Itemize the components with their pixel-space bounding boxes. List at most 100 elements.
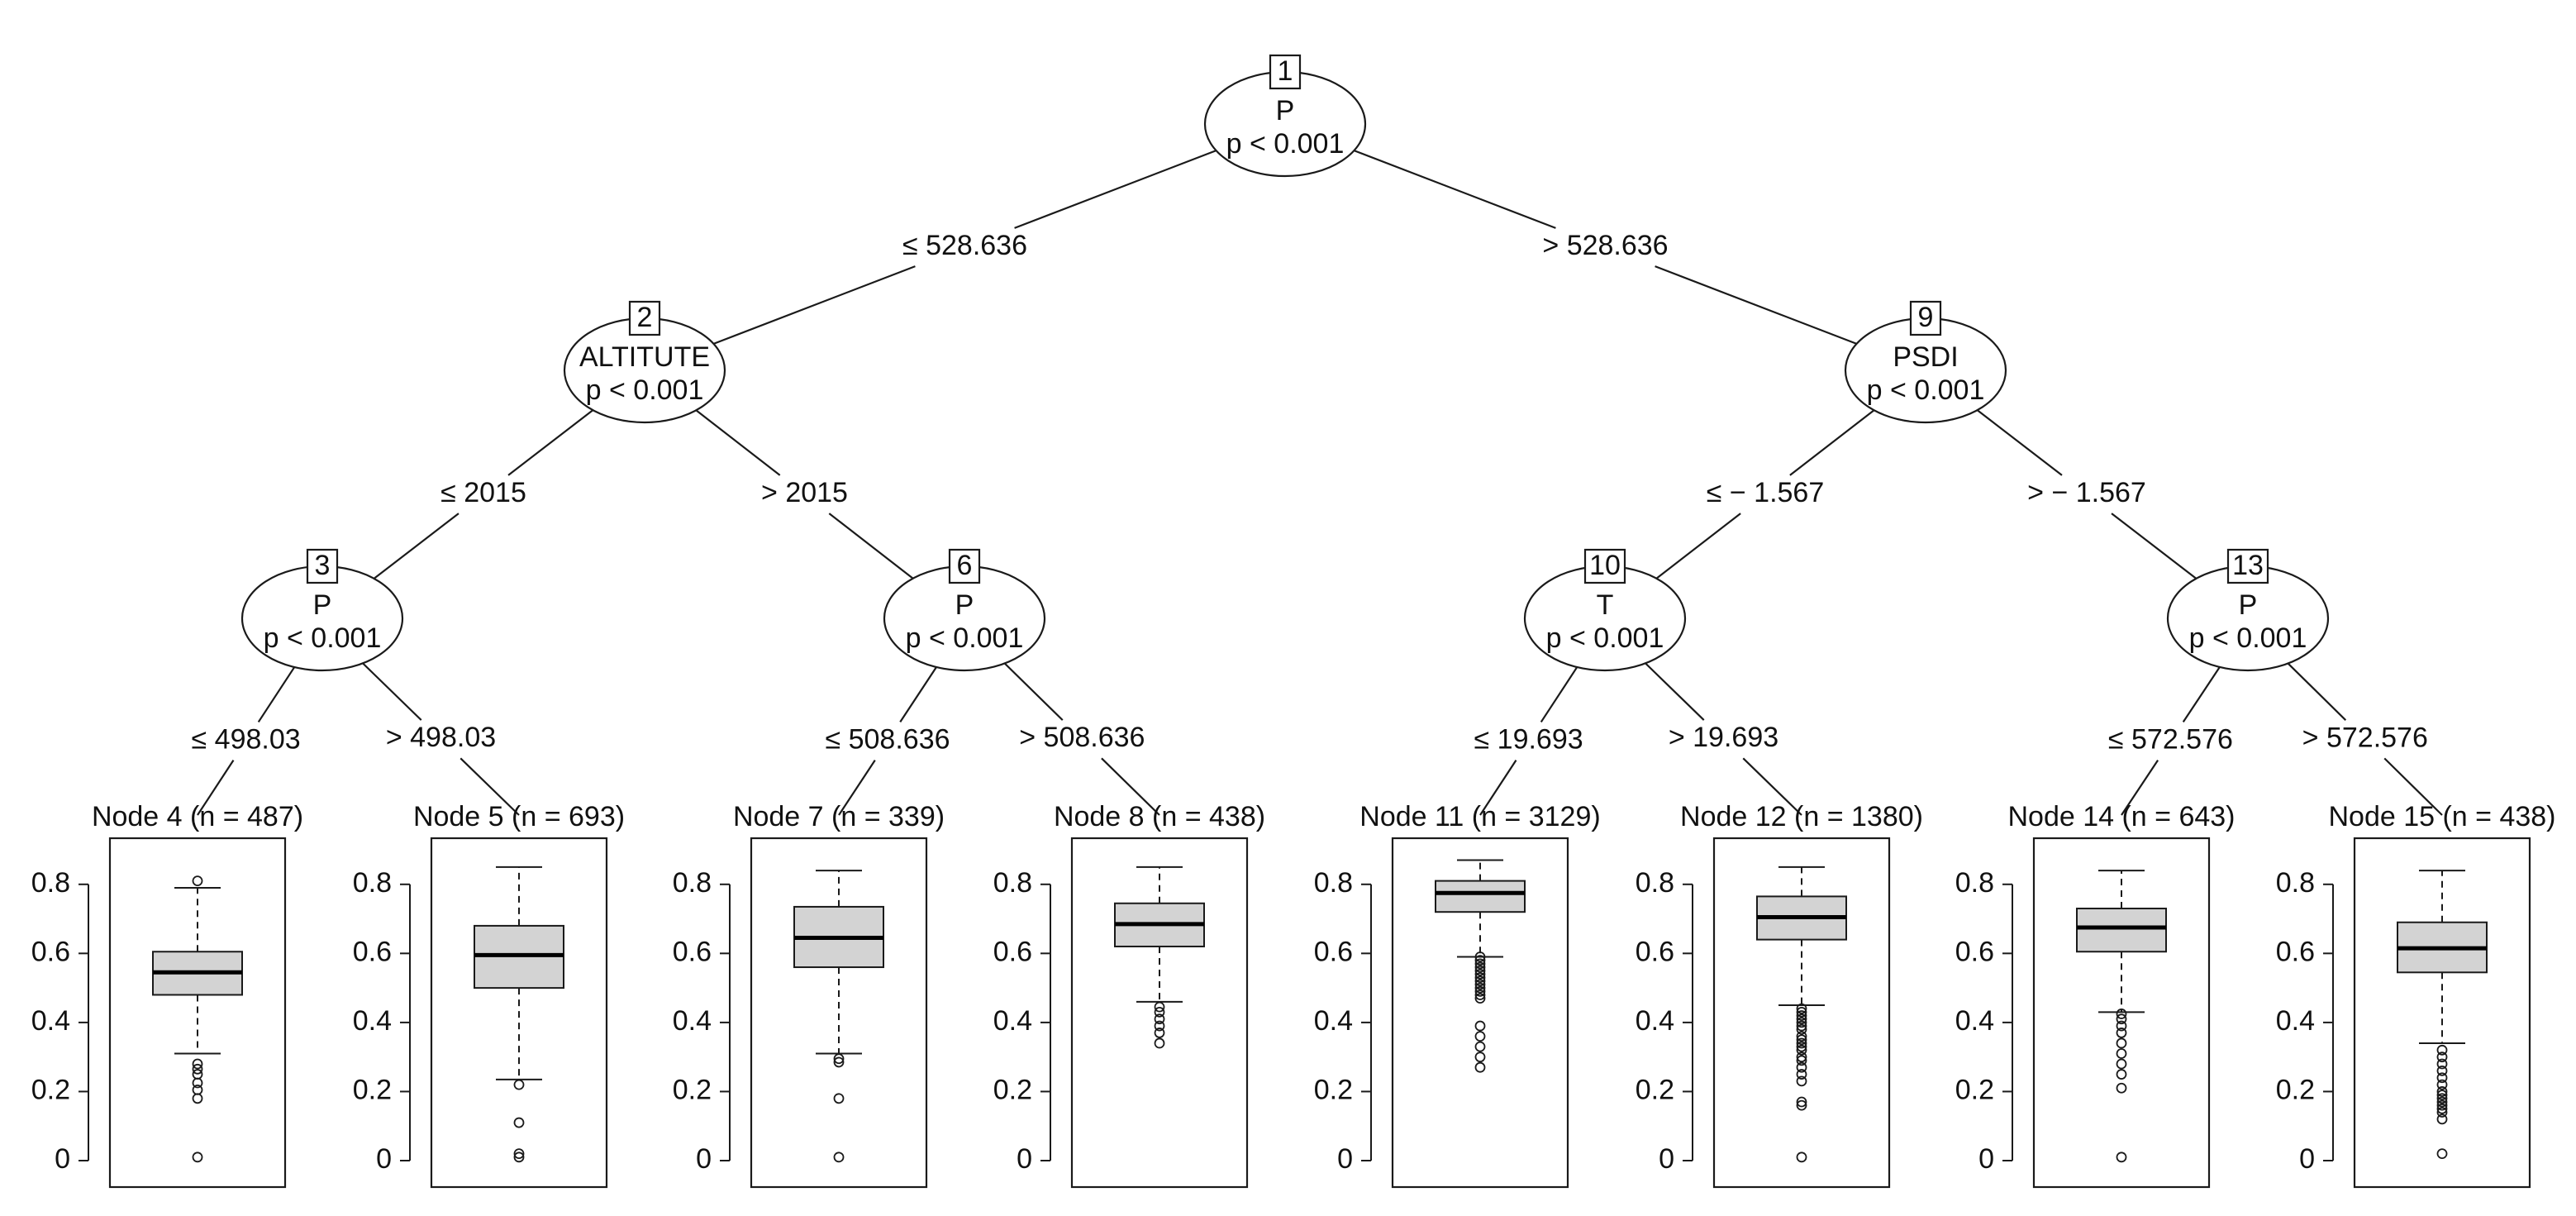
edge-9-10-upper bbox=[1789, 409, 1875, 476]
y-tick-label-15-0: 0 bbox=[2299, 1143, 2315, 1175]
y-tick-label-14-4: 0.8 bbox=[1955, 867, 1994, 899]
y-tick-label-4-2: 0.4 bbox=[31, 1005, 70, 1037]
edge-10-12-upper bbox=[1645, 662, 1705, 721]
outlier-4-7 bbox=[192, 1152, 203, 1163]
node-pvalue-13: p < 0.001 bbox=[2189, 622, 2307, 654]
inner-node-1: 1Pp < 0.001 bbox=[1203, 54, 1367, 178]
outlier-15-4 bbox=[2436, 1072, 2448, 1084]
outlier-14-6 bbox=[2116, 1058, 2127, 1070]
iqr-box-14 bbox=[2076, 908, 2167, 953]
split-label-2-6: > 2015 bbox=[761, 477, 848, 508]
split-label-2-3: ≤ 2015 bbox=[440, 477, 526, 508]
outlier-14-4 bbox=[2116, 1037, 2127, 1049]
node-id-6: 6 bbox=[957, 550, 973, 581]
split-label-9-13: > − 1.567 bbox=[2027, 477, 2146, 508]
node-variable-10: T bbox=[1597, 589, 1614, 621]
outlier-12-17 bbox=[1796, 1096, 1807, 1108]
y-tick-label-8-0: 0 bbox=[1017, 1143, 1032, 1175]
node-id-box-1 bbox=[1269, 54, 1302, 90]
y-tick-label-5-1: 0.2 bbox=[353, 1074, 392, 1105]
split-label-10-12: > 19.693 bbox=[1669, 722, 1778, 753]
outlier-8-4 bbox=[1154, 1028, 1165, 1038]
outlier-12-0 bbox=[1796, 1003, 1807, 1014]
y-tick-label-14-0: 0 bbox=[1978, 1143, 1994, 1175]
node-id-box-2 bbox=[628, 300, 661, 336]
boxplot-frame-7 bbox=[750, 837, 928, 1189]
outlier-8-3 bbox=[1154, 1020, 1165, 1032]
split-label-6-8: > 508.636 bbox=[1019, 722, 1145, 753]
node-id-10: 10 bbox=[1589, 550, 1621, 581]
edge-2-3-lower bbox=[373, 513, 459, 579]
edge-6-7-lower bbox=[838, 759, 876, 816]
outlier-15-3 bbox=[2436, 1065, 2448, 1076]
outlier-12-11 bbox=[1796, 1044, 1807, 1056]
y-tick-label-12-3: 0.6 bbox=[1636, 936, 1674, 967]
y-tick-label-12-4: 0.8 bbox=[1636, 867, 1674, 899]
edge-6-7-upper bbox=[899, 666, 937, 723]
inner-node-3: 3Pp < 0.001 bbox=[240, 548, 404, 672]
outlier-8-0 bbox=[1154, 1001, 1165, 1013]
node-variable-1: P bbox=[1276, 95, 1295, 126]
terminal-title-14: Node 14 (n = 643) bbox=[2007, 801, 2235, 832]
y-tick-label-4-0: 0 bbox=[55, 1143, 70, 1175]
y-tick-label-8-1: 0.2 bbox=[993, 1074, 1032, 1105]
outlier-11-8 bbox=[1474, 979, 1486, 990]
outlier-11-9 bbox=[1474, 982, 1486, 994]
y-tick-label-11-2: 0.4 bbox=[1314, 1005, 1353, 1037]
y-tick-label-15-4: 0.8 bbox=[2276, 867, 2315, 899]
y-tick-label-11-3: 0.6 bbox=[1314, 936, 1353, 967]
outlier-5-0 bbox=[513, 1079, 525, 1090]
outlier-11-3 bbox=[1474, 961, 1486, 973]
outlier-12-13 bbox=[1796, 1055, 1807, 1066]
outlier-14-2 bbox=[2116, 1020, 2127, 1032]
y-tick-label-14-1: 0.2 bbox=[1955, 1074, 1994, 1105]
y-tick-label-15-3: 0.6 bbox=[2276, 936, 2315, 967]
y-tick-label-5-0: 0 bbox=[376, 1143, 392, 1175]
y-tick-label-8-2: 0.4 bbox=[993, 1005, 1032, 1037]
outlier-12-2 bbox=[1796, 1010, 1807, 1021]
outlier-15-14 bbox=[2436, 1148, 2448, 1160]
outlier-11-4 bbox=[1474, 965, 1486, 976]
outlier-12-14 bbox=[1796, 1061, 1807, 1073]
terminal-node-14: Node 14 (n = 643)00.20.40.60.8 bbox=[1955, 801, 2236, 1189]
outlier-15-6 bbox=[2436, 1086, 2448, 1097]
terminal-title-4: Node 4 (n = 487) bbox=[92, 801, 303, 832]
edge-1-9-lower bbox=[1655, 265, 1857, 345]
outlier-12-7 bbox=[1796, 1031, 1807, 1042]
node-id-1: 1 bbox=[1278, 55, 1293, 87]
outlier-11-1 bbox=[1474, 955, 1486, 966]
outlier-14-8 bbox=[2116, 1082, 2127, 1094]
outlier-14-1 bbox=[2116, 1013, 2127, 1025]
node-variable-6: P bbox=[955, 589, 974, 621]
edge-3-5-upper bbox=[362, 662, 422, 721]
outlier-11-11 bbox=[1474, 989, 1486, 1000]
node-variable-9: PSDI bbox=[1893, 341, 1958, 373]
outlier-14-9 bbox=[2116, 1152, 2127, 1163]
edge-1-9-upper bbox=[1354, 150, 1556, 229]
split-label-9-10: ≤ − 1.567 bbox=[1707, 477, 1825, 508]
outlier-7-3 bbox=[833, 1152, 845, 1163]
outlier-8-2 bbox=[1154, 1013, 1165, 1025]
outlier-11-6 bbox=[1474, 972, 1486, 983]
node-variable-13: P bbox=[2239, 589, 2258, 621]
split-label-1-2: ≤ 528.636 bbox=[902, 230, 1027, 261]
outlier-12-16 bbox=[1796, 1075, 1807, 1087]
outlier-15-10 bbox=[2436, 1099, 2448, 1111]
outlier-12-18 bbox=[1796, 1099, 1807, 1111]
terminal-node-12: Node 12 (n = 1380)00.20.40.60.8 bbox=[1636, 801, 1923, 1189]
node-id-9: 9 bbox=[1918, 302, 1934, 333]
y-tick-label-7-2: 0.4 bbox=[673, 1005, 712, 1037]
outlier-4-1 bbox=[192, 1058, 203, 1070]
y-tick-label-14-2: 0.4 bbox=[1955, 1005, 1994, 1037]
y-tick-label-15-1: 0.2 bbox=[2276, 1074, 2315, 1105]
y-tick-label-4-3: 0.6 bbox=[31, 936, 70, 967]
outlier-12-9 bbox=[1796, 1037, 1807, 1049]
node-pvalue-3: p < 0.001 bbox=[264, 622, 382, 654]
node-variable-2: ALTITUTE bbox=[579, 341, 710, 373]
iqr-box-11 bbox=[1435, 880, 1526, 913]
